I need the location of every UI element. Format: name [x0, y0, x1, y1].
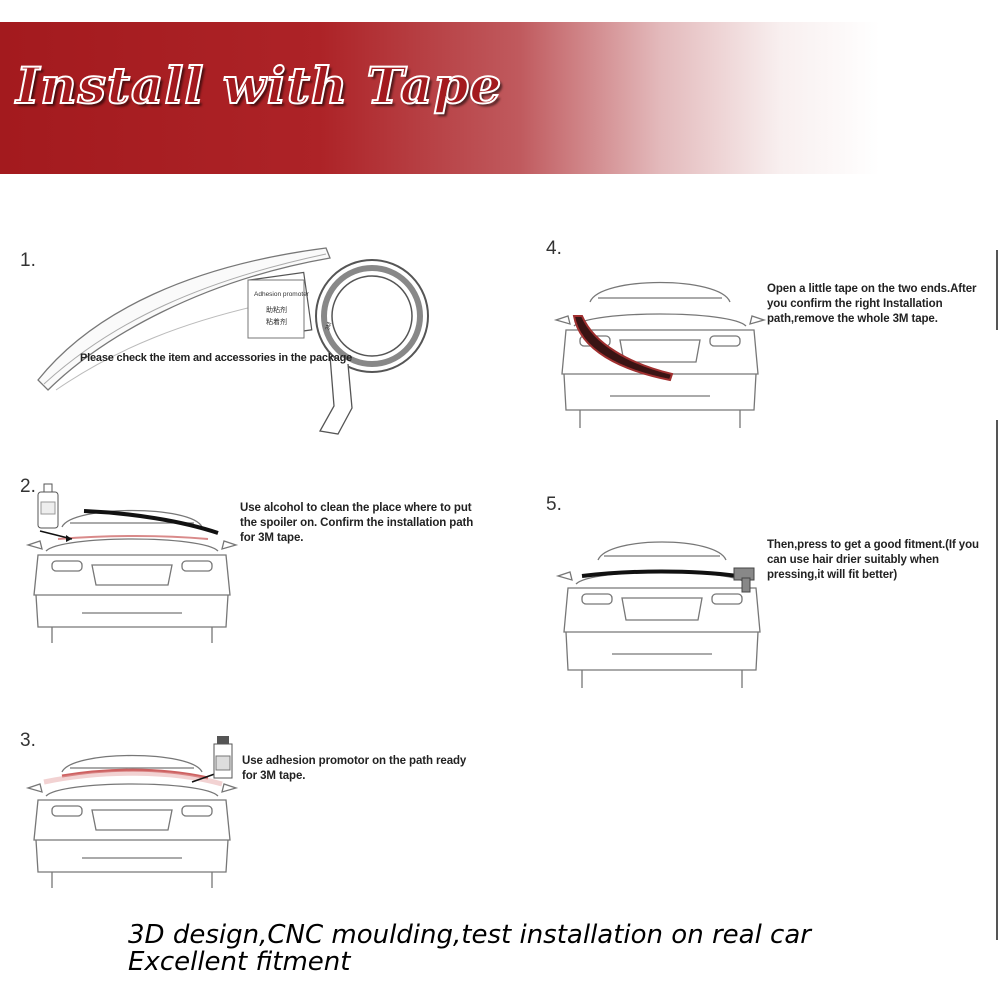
step-2-text: Use alcohol to clean the place where to …: [240, 501, 473, 546]
step-4-text: Open a little tape on the two ends.After…: [767, 282, 977, 327]
tape-roll-illustration: 3M: [315, 259, 429, 435]
step-4-text-line: you confirm the right Installation: [767, 298, 943, 310]
caption-line-1: 3D design,CNC moulding,test installation…: [128, 920, 811, 950]
step-5-text-line: can use hair drier suitably when: [767, 554, 939, 566]
page-title: Install with Tape: [15, 55, 503, 116]
edge-divider: [996, 250, 998, 330]
step-2-text-line: Use alcohol to clean the place where to …: [240, 502, 472, 514]
step-5-text-line: Then,press to get a good fitment.(If you: [767, 539, 979, 551]
car-rear-step-2: [25, 509, 239, 643]
step-4-number: 4.: [546, 238, 562, 259]
caption-line-2: Excellent fitment: [128, 947, 351, 977]
step-2-text-line: the spoiler on. Confirm the installation…: [240, 517, 474, 529]
step-5-text: Then,press to get a good fitment.(If you…: [767, 538, 979, 583]
svg-text:3M: 3M: [325, 322, 333, 332]
step-4-text-line: Open a little tape on the two ends.After: [767, 283, 977, 295]
step-1-text: Please check the item and accessories in…: [80, 352, 353, 364]
packet-label-cn-2: 粘着剂: [266, 317, 287, 326]
car-rear-step-3: [25, 754, 239, 888]
packet-label-cn-1: 助粘剂: [266, 305, 287, 314]
step-2-text-line: for 3M tape.: [240, 532, 304, 544]
step-5-text-line: pressing,it will fit better): [767, 569, 898, 581]
header-banner: Install with Tape: [0, 22, 1000, 174]
step-5-number: 5.: [546, 494, 562, 515]
packet-label: Adhesion promoter: [254, 291, 310, 298]
step-3-number: 3.: [20, 730, 36, 751]
car-rear-step-5: [555, 541, 761, 688]
adhesion-promoter-packet: Adhesion promoter 助粘剂 粘着剂: [247, 271, 313, 339]
step-2-number: 2.: [20, 476, 36, 497]
bottle-icon: [37, 483, 59, 529]
step-3-text-line: for 3M tape.: [242, 770, 306, 782]
edge-divider: [996, 420, 998, 940]
step-3-text-line: Use adhesion promotor on the path ready: [242, 755, 467, 767]
step-4-text-line: path,remove the whole 3M tape.: [767, 313, 938, 325]
bottom-caption: 3D design,CNC moulding,test installation…: [128, 922, 811, 976]
step-3-text: Use adhesion promotor on the path ready …: [242, 754, 466, 784]
promoter-bottle-icon: [213, 736, 233, 779]
step-1-number: 1.: [20, 250, 36, 271]
car-rear-step-4: [553, 281, 767, 428]
